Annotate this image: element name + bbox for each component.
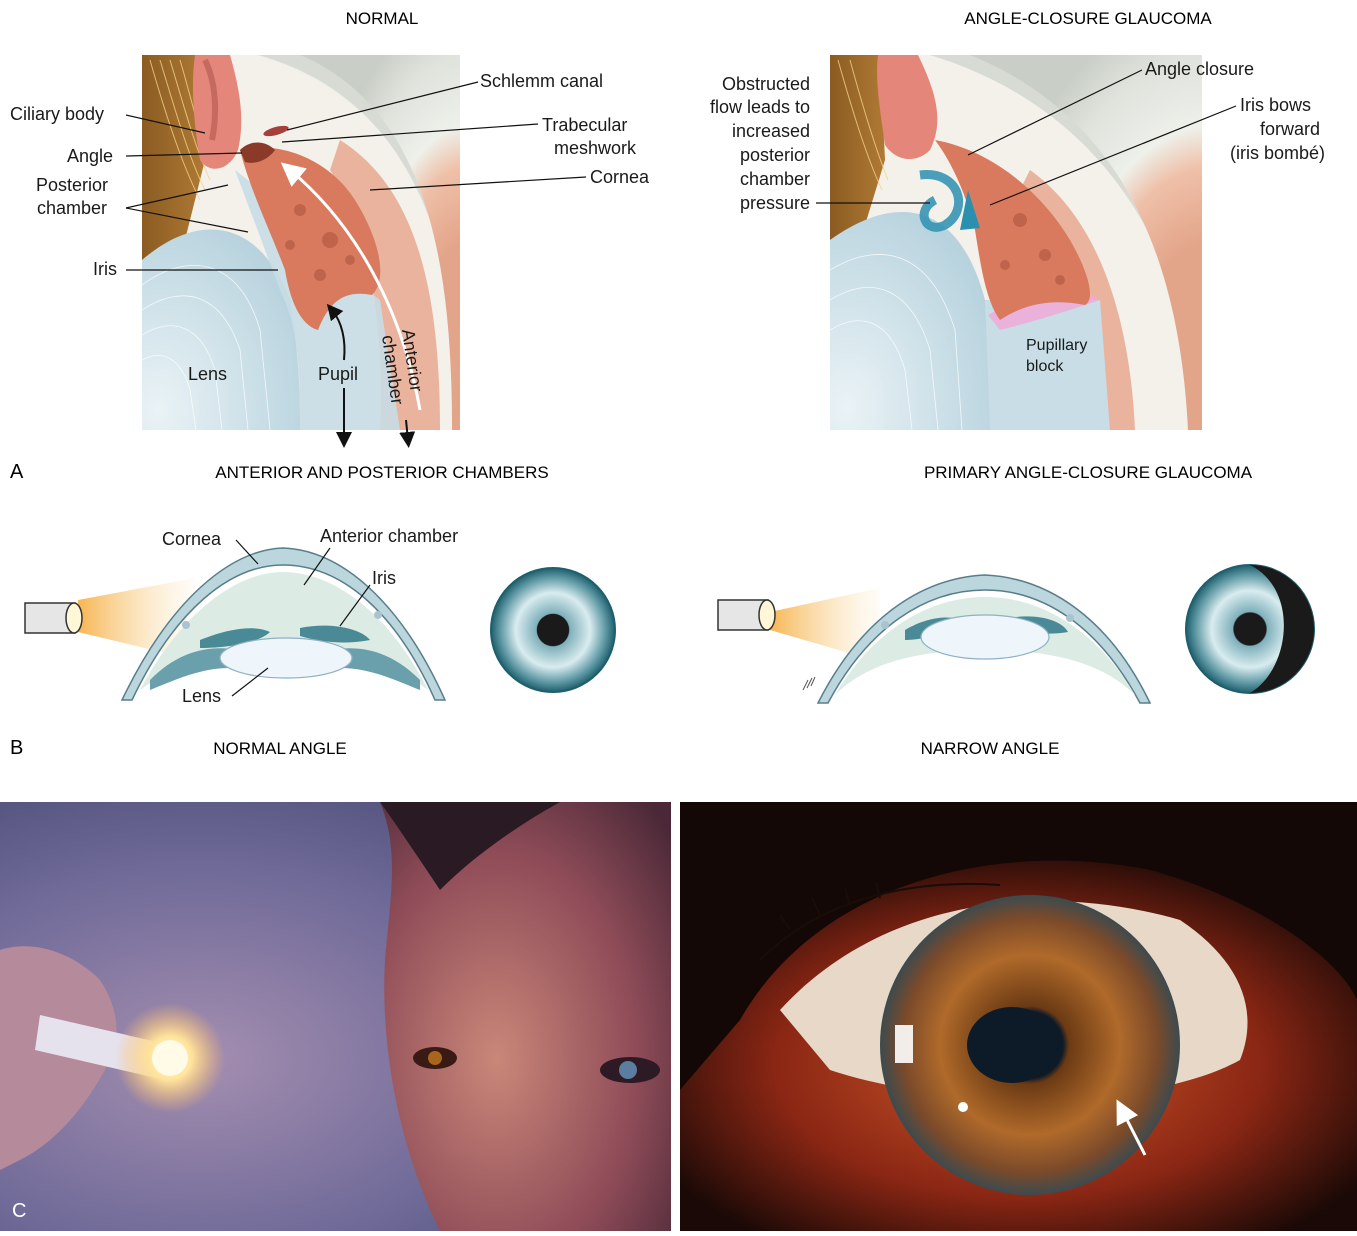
label-lens-b: Lens <box>182 686 221 706</box>
label-pupil: Pupil <box>318 364 358 384</box>
label-ciliary-body: Ciliary body <box>10 104 104 124</box>
label-obstructed-1: Obstructed <box>722 74 810 94</box>
label-obstructed-5: chamber <box>740 169 810 189</box>
label-iris-bows-2: forward <box>1260 119 1320 139</box>
panel-b-narrow-schematic <box>718 575 1150 703</box>
panel-b-right-title: PRIMARY ANGLE-CLOSURE GLAUCOMA <box>924 463 1253 482</box>
label-anterior-chamber-b: Anterior chamber <box>320 526 458 546</box>
panel-letter-a: A <box>10 461 24 483</box>
label-lens-a: Lens <box>188 364 227 384</box>
label-posterior-1: Posterior <box>36 175 108 195</box>
label-posterior-2: chamber <box>37 198 107 218</box>
label-obstructed-6: pressure <box>740 193 810 213</box>
photo-penlight-exam: C <box>0 802 671 1231</box>
label-angle-closure: Angle closure <box>1145 59 1254 79</box>
panel-a-left-title: NORMAL <box>346 9 419 28</box>
panel-a-glaucoma-illustration <box>830 55 1202 430</box>
photo-eye-closeup <box>680 802 1357 1231</box>
label-schlemm-canal: Schlemm canal <box>480 71 603 91</box>
label-obstructed-2: flow leads to <box>710 97 810 117</box>
label-pupillary-1: Pupillary <box>1026 337 1087 354</box>
label-trabecular-2: meshwork <box>554 138 637 158</box>
panel-letter-c: C <box>12 1200 26 1222</box>
label-angle: Angle <box>67 146 113 166</box>
label-cornea-a: Cornea <box>590 167 650 187</box>
label-iris-bows-1: Iris bows <box>1240 95 1311 115</box>
label-obstructed-3: increased <box>732 121 810 141</box>
narrow-iris-disk <box>1186 565 1314 693</box>
normal-iris-disk <box>491 568 615 692</box>
caption-narrow-angle: NARROW ANGLE <box>921 739 1060 758</box>
label-iris-a: Iris <box>93 259 117 279</box>
panel-a-right-title: ANGLE-CLOSURE GLAUCOMA <box>964 9 1212 28</box>
caption-normal-angle: NORMAL ANGLE <box>213 739 347 758</box>
label-iris-bows-3: (iris bombé) <box>1230 143 1325 163</box>
label-trabecular-1: Trabecular <box>542 115 627 135</box>
label-cornea-b: Cornea <box>162 529 222 549</box>
panel-b-left-title: ANTERIOR AND POSTERIOR CHAMBERS <box>215 463 548 482</box>
label-iris-b: Iris <box>372 568 396 588</box>
label-obstructed-4: posterior <box>740 145 810 165</box>
panel-letter-b: B <box>10 737 23 759</box>
label-pupillary-2: block <box>1026 358 1064 375</box>
